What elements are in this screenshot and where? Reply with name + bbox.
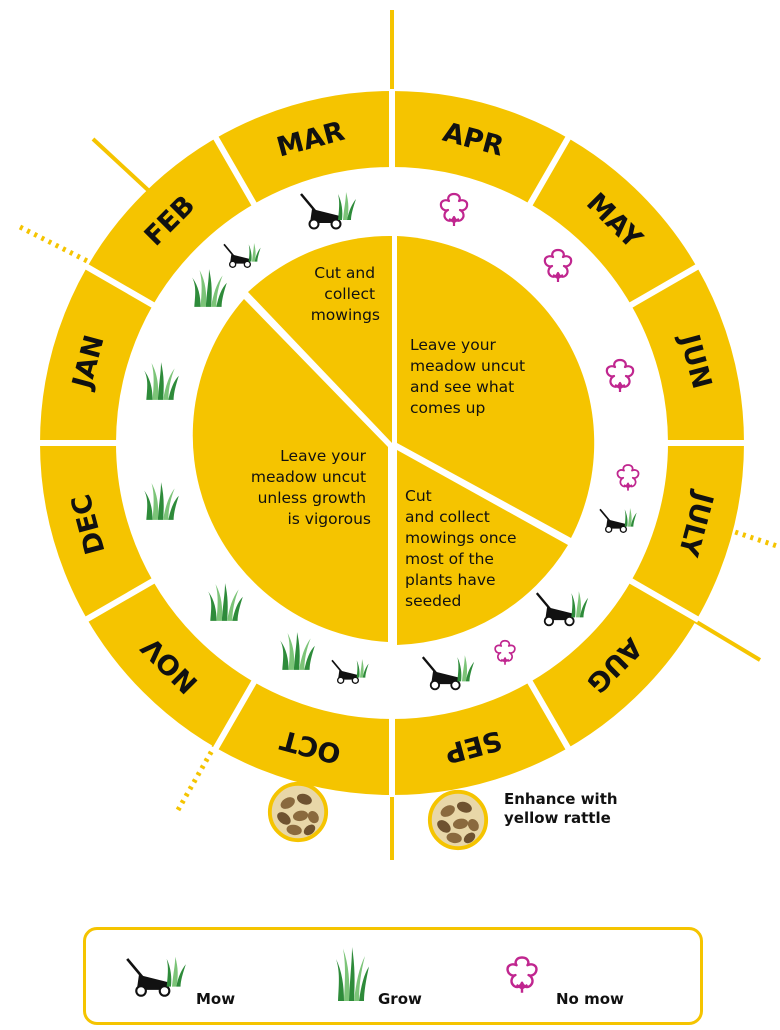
rattle-note-line1: Enhance with (504, 790, 618, 808)
segment-leave-summer (397, 236, 595, 538)
mower-icon (599, 507, 638, 534)
month-separators (38, 89, 746, 797)
grass-icon (280, 632, 315, 670)
flower-icon (494, 639, 516, 666)
grass-icon (332, 944, 372, 1004)
segment-leave-winter (192, 299, 388, 642)
rattle-note-line2: yellow rattle (504, 809, 611, 827)
legend-label-no-mow: No mow (556, 990, 624, 1008)
mower-icon (299, 190, 358, 230)
grass-icon (208, 583, 243, 621)
inner-pie (192, 235, 595, 645)
month-separator (83, 263, 157, 309)
legend-item-mow: Mow (124, 944, 264, 1014)
segment-text-leave-winter: Leave your meadow uncut unless growth is… (251, 447, 371, 528)
flower-icon (605, 358, 635, 394)
mower-icon (223, 242, 262, 269)
segment-cut-spring (248, 235, 392, 443)
flower-icon (543, 248, 573, 284)
month-separator (526, 678, 572, 752)
month-separator (83, 577, 157, 623)
mower-icon (535, 589, 590, 627)
rattle-note: Enhance with yellow rattle (504, 790, 618, 828)
legend-item-no-mow: No mow (500, 944, 660, 1014)
month-separator (526, 134, 572, 208)
flower-icon (500, 944, 544, 1004)
grass-icon (144, 482, 179, 520)
legend-label-mow: Mow (196, 990, 236, 1008)
grass-icon (144, 362, 179, 400)
legend: Mow Grow No mow (83, 927, 703, 1025)
flower-icon (439, 192, 469, 228)
mower-icon (421, 653, 476, 691)
segment-cut-autumn (397, 450, 568, 645)
flower-icon (616, 463, 640, 492)
rattle-seeds-icon (267, 781, 329, 843)
legend-label-grow: Grow (378, 990, 422, 1008)
rattle-seeds-icon (427, 789, 489, 851)
month-separator (212, 678, 258, 752)
segment-text-leave-summer: Leave your meadow uncut and see what com… (410, 336, 530, 417)
grass-icon (192, 269, 227, 307)
segment-text-cut-spring: Cut and collect mowings (311, 264, 380, 324)
segment-text-cut-autumn: Cut and collect mowings once most of the… (405, 487, 522, 610)
month-separator (212, 134, 258, 208)
month-separator (627, 263, 701, 309)
mower-icon (124, 944, 188, 1008)
month-separator (627, 577, 701, 623)
mower-icon (331, 658, 370, 685)
legend-item-grow: Grow (332, 944, 472, 1014)
